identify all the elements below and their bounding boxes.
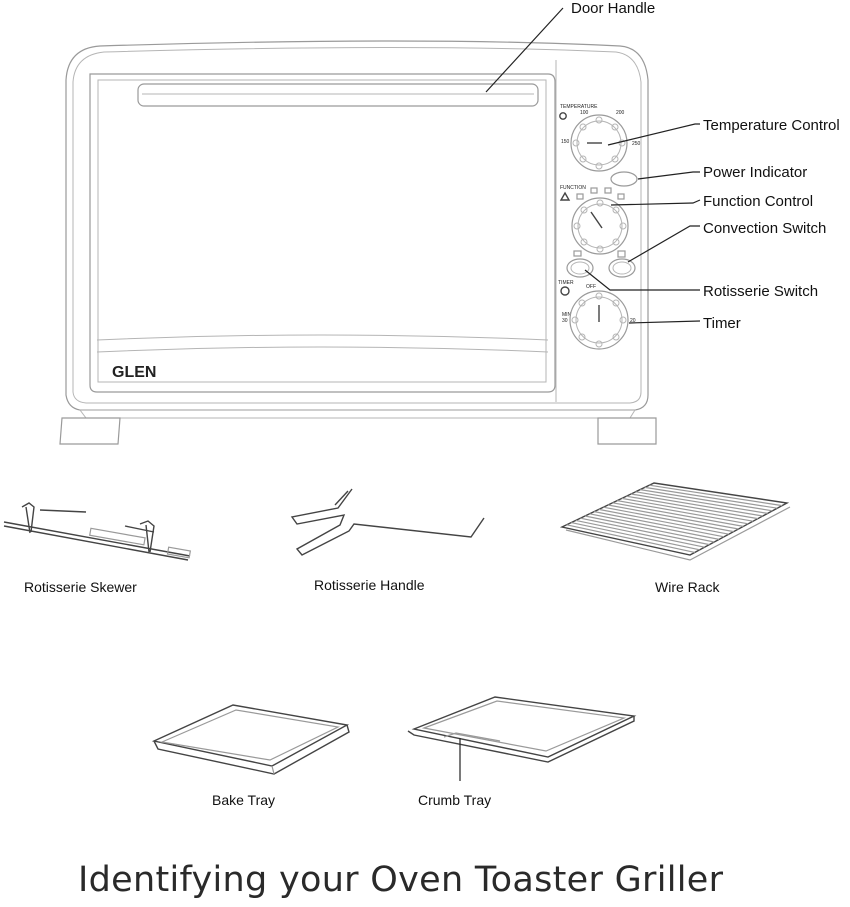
timer-mark-30: 30 [562, 318, 568, 324]
function-mode-icon-4 [617, 193, 625, 200]
label-power-indicator: Power Indicator [703, 164, 807, 181]
flame-icon [559, 191, 571, 201]
right-foot [597, 417, 657, 445]
door-handle [137, 83, 539, 107]
temp-mark-150: 150 [561, 139, 570, 145]
left-foot [59, 417, 121, 445]
timer-mark-off: OFF [586, 284, 596, 290]
callout-leaders [485, 7, 701, 324]
crumb-tray-illustration [407, 696, 637, 781]
temperature-knob[interactable]: TEMPERATURE 100 150 200 250 [559, 104, 641, 172]
timer-mark-20: 20 [630, 318, 636, 324]
function-mode-icon-2 [590, 187, 598, 194]
label-wire-rack: Wire Rack [655, 579, 721, 595]
bake-tray-illustration [151, 704, 350, 775]
rotisserie-switch[interactable] [566, 250, 594, 278]
panel-label-temperature: TEMPERATURE [560, 104, 598, 110]
label-function-control: Function Control [703, 193, 813, 210]
convection-switch[interactable] [608, 250, 636, 278]
label-convection-switch: Convection Switch [703, 220, 826, 237]
label-rotisserie-handle: Rotisserie Handle [314, 577, 425, 593]
label-crumb-tray: Crumb Tray [418, 792, 491, 808]
rotisserie-skewer-illustration [3, 502, 192, 561]
function-mode-icon-3 [604, 187, 612, 194]
thermometer-icon [559, 112, 567, 120]
timer-mark-min: MIN [562, 312, 572, 318]
panel-label-timer: TIMER [558, 280, 574, 286]
fan-icon [617, 250, 626, 258]
label-bake-tray: Bake Tray [212, 792, 275, 808]
function-knob[interactable]: FUNCTION [559, 185, 629, 255]
timer-knob[interactable]: TIMER OFF MIN 30 20 [558, 280, 636, 350]
label-rotisserie-switch: Rotisserie Switch [703, 283, 818, 300]
temp-mark-250: 250 [632, 141, 641, 147]
oven-body [59, 40, 657, 445]
temp-mark-200: 200 [616, 110, 625, 116]
label-door-handle: Door Handle [571, 0, 655, 17]
wire-rack-illustration [559, 482, 791, 561]
page-title: Identifying your Oven Toaster Griller [78, 860, 724, 900]
power-indicator-light [610, 171, 638, 187]
temp-mark-100: 100 [580, 110, 589, 116]
door-trim: GLEN [96, 334, 549, 381]
clock-icon [560, 286, 570, 296]
rotisserie-handle-illustration [290, 488, 485, 556]
rotisserie-icon [573, 250, 582, 257]
function-mode-icon-1 [576, 193, 584, 200]
label-temperature-control: Temperature Control [703, 117, 840, 134]
panel-label-function: FUNCTION [560, 185, 586, 191]
label-timer: Timer [703, 315, 741, 332]
brand-logo: GLEN [112, 364, 156, 381]
label-rotisserie-skewer: Rotisserie Skewer [24, 579, 137, 595]
